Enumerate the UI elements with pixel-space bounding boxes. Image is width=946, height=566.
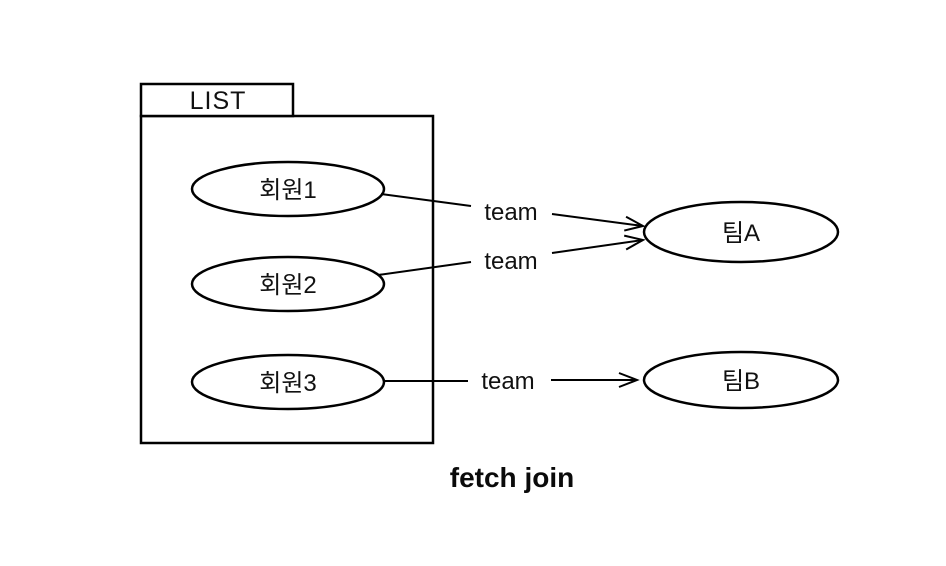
edge-1-source-line [380,193,472,207]
member-2-ellipse [190,255,386,313]
team-b-ellipse [642,350,840,410]
edge-1-label: team [484,199,537,226]
team-a-ellipse [642,200,840,264]
edge-1-arrow-line [551,213,646,232]
member-node-3: 회원3 [190,353,386,411]
edge-member3-teamB: team [384,368,640,395]
edge-member2-teamA: team [377,234,646,276]
member-node-1: 회원1 [190,160,386,218]
member-1-ellipse [190,160,386,218]
list-package-label: LIST [190,87,247,115]
edge-2-label: team [484,248,537,275]
team-node-a: 팀A [642,200,840,264]
diagram-caption: fetch join [450,462,574,493]
edge-3-label: team [481,368,534,395]
team-b-label: 팀B [722,368,760,395]
team-a-label: 팀A [722,220,760,247]
edge-2-source-line [377,261,472,276]
member-3-label: 회원3 [259,370,317,397]
member-2-label: 회원2 [259,272,317,299]
member-node-2: 회원2 [190,255,386,313]
list-package-tab [139,82,295,118]
member-1-label: 회원1 [259,177,317,204]
edge-member1-teamA: team [380,193,646,232]
edge-2-arrow-line [551,234,646,254]
team-node-b: 팀B [642,350,840,410]
